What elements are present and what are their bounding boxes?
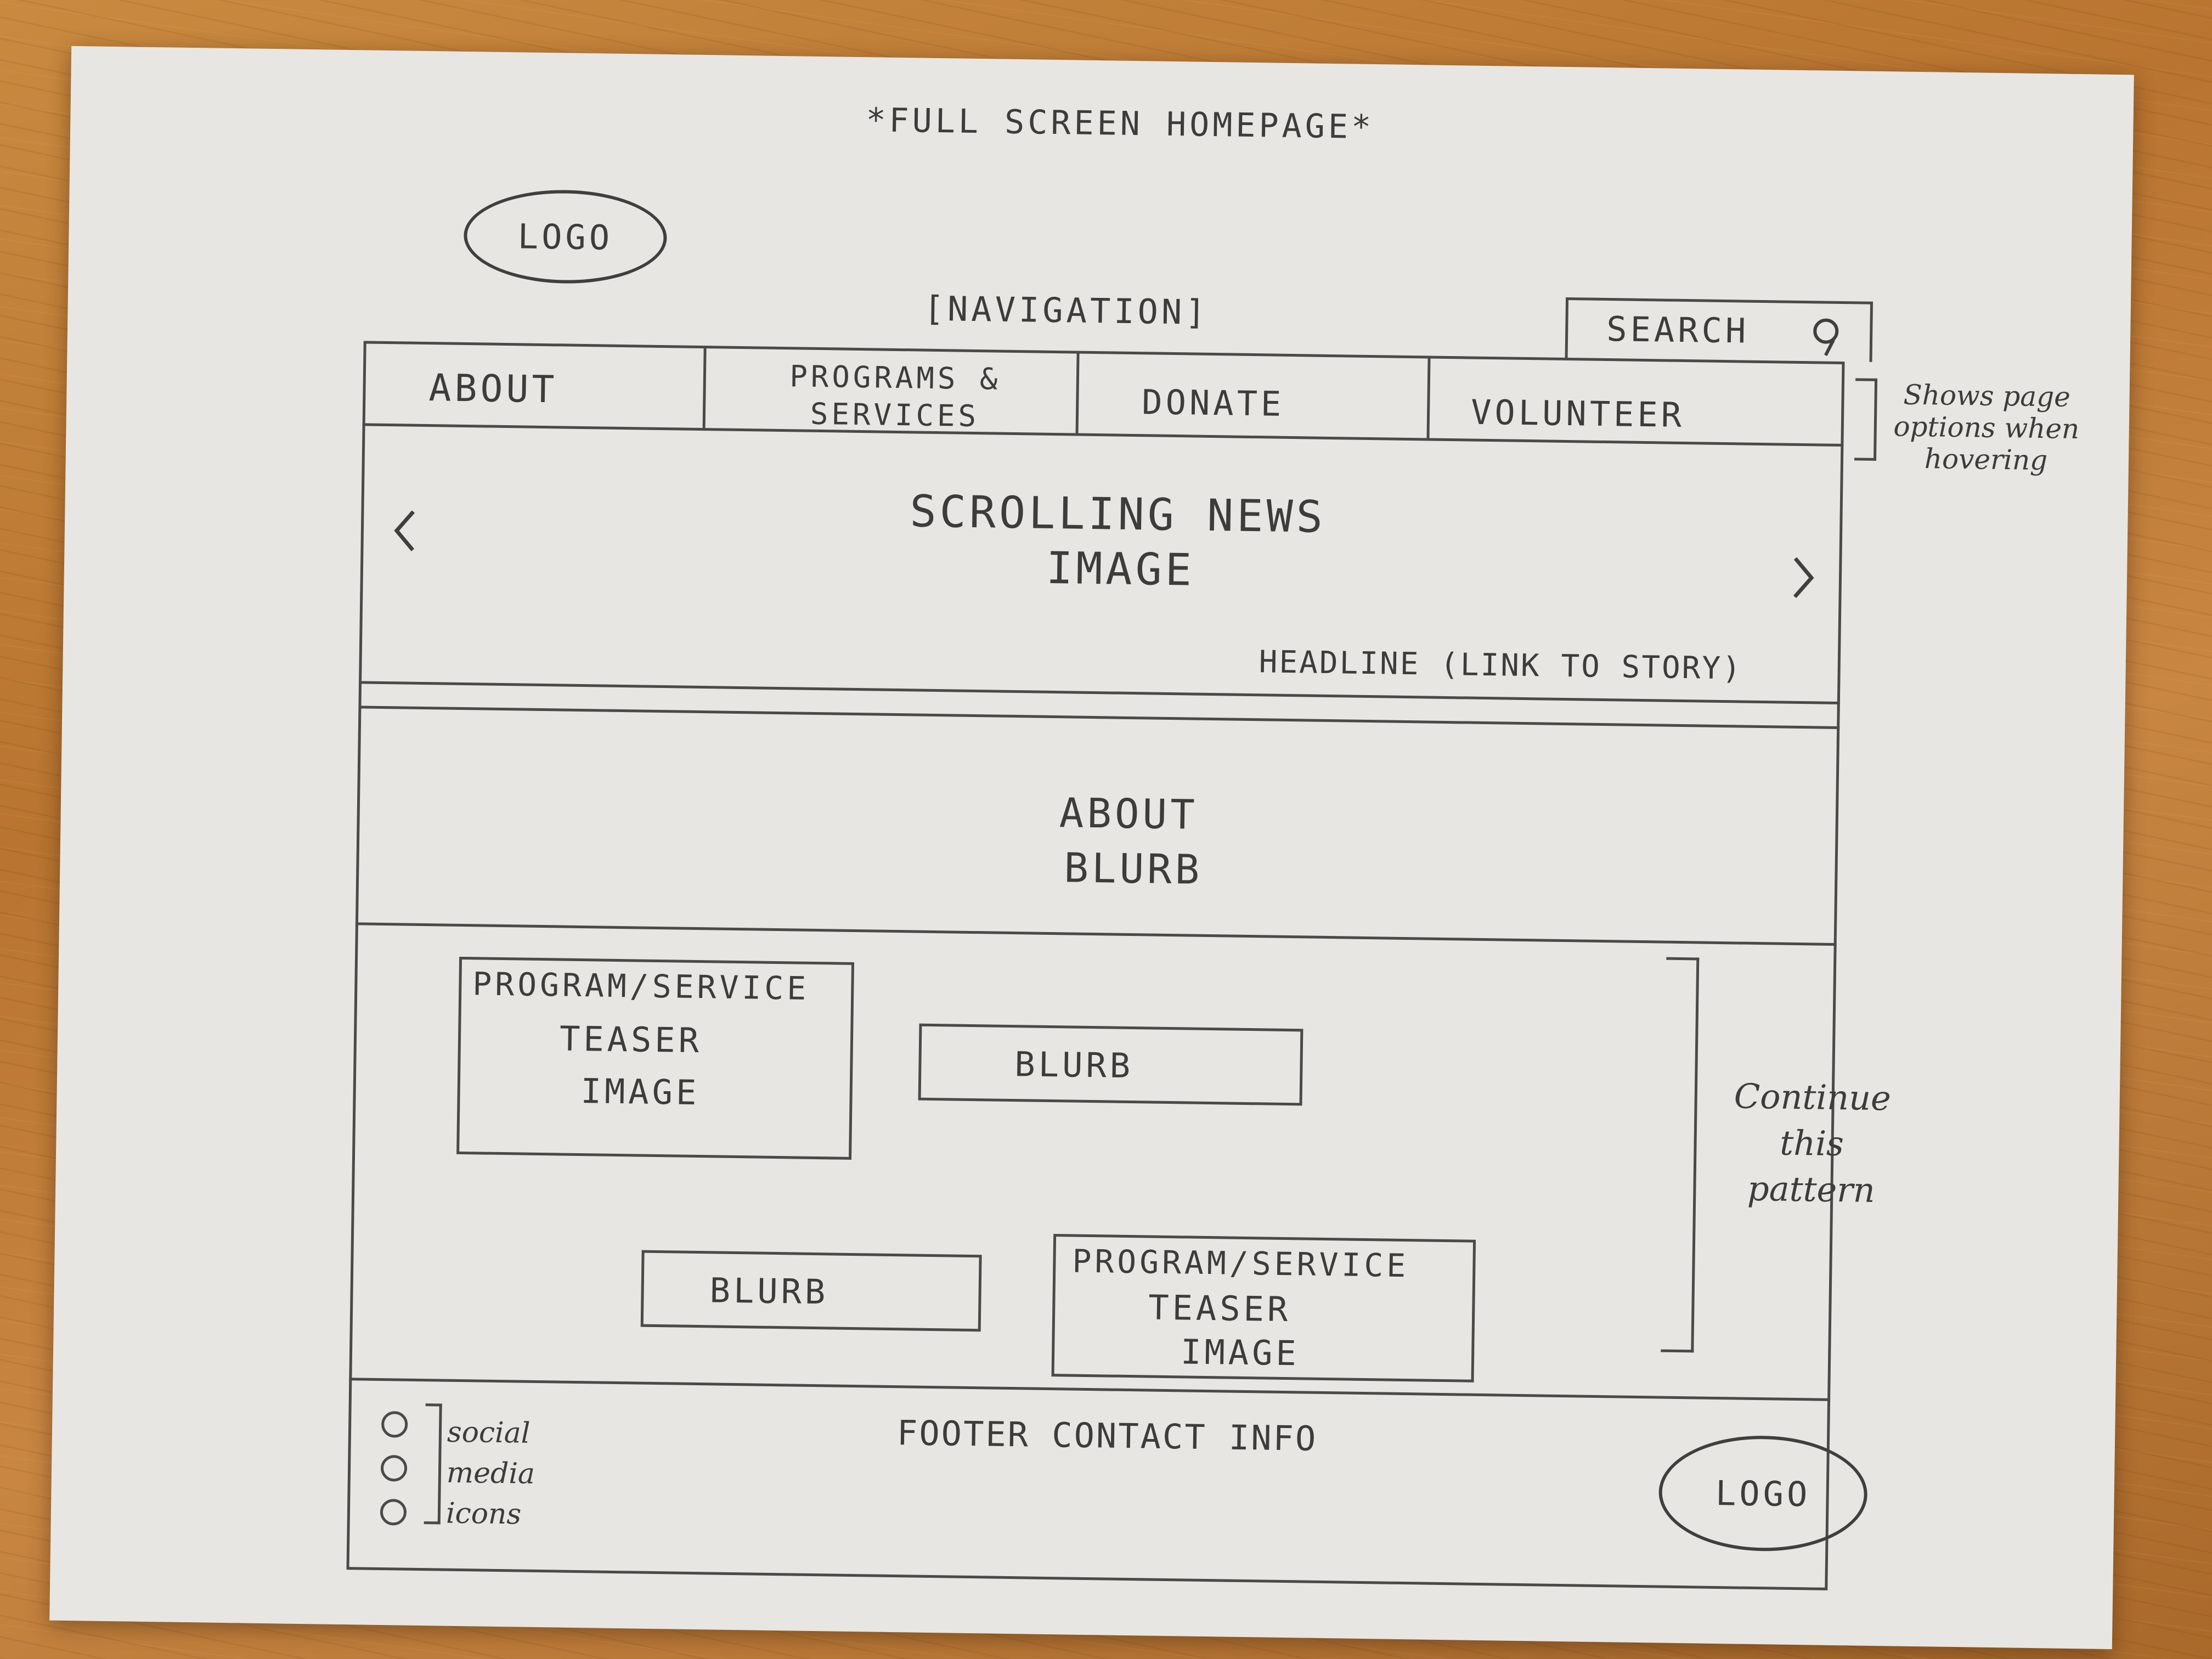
continue-note: Continue this pattern	[1723, 1073, 1900, 1214]
hero-headline-link[interactable]: HEADLINE (LINK TO STORY)	[1259, 644, 1743, 687]
teaser-1-line2: TEASER	[559, 1018, 703, 1061]
social-note-line3: icons	[445, 1497, 522, 1531]
chevron-right-icon[interactable]	[1786, 553, 1820, 603]
nav-item-about[interactable]: ABOUT	[428, 366, 558, 412]
blurb-1: BLURB	[918, 1023, 1304, 1106]
nav-item-donate[interactable]: DONATE	[1141, 382, 1285, 424]
hero-title-line1: SCROLLING NEWS	[909, 486, 1327, 543]
about-line1: ABOUT	[1059, 789, 1199, 839]
teaser-2-line1: PROGRAM/SERVICE	[1072, 1242, 1409, 1285]
nav-item-programs-label: PROGRAMS & SERVICES	[789, 359, 1001, 434]
social-note-line2: media	[446, 1456, 535, 1491]
continue-note-line3: pattern	[1747, 1168, 1876, 1210]
blurb-1-text: BLURB	[1014, 1044, 1134, 1086]
social-note: social media icons	[445, 1412, 568, 1536]
nav-bracket	[1854, 378, 1878, 461]
magnifier-icon	[1813, 318, 1839, 356]
teaser-1-line1: PROGRAM/SERVICE	[472, 965, 810, 1007]
navigation-label: [NAVIGATION]	[923, 288, 1210, 332]
continue-note-line2: this	[1779, 1122, 1844, 1164]
search-label: SEARCH	[1606, 309, 1750, 351]
footer-contact-info: FOOTER CONTACT INFO	[896, 1413, 1318, 1459]
chevron-left-icon[interactable]	[388, 506, 421, 556]
teaser-2-line2: TEASER	[1148, 1287, 1291, 1330]
program-teaser-1[interactable]: PROGRAM/SERVICE TEASER IMAGE	[456, 956, 855, 1160]
nav-item-programs[interactable]: PROGRAMS & SERVICES	[741, 357, 1049, 436]
hero-title-line2: IMAGE	[1046, 542, 1195, 596]
teaser-1-line3: IMAGE	[580, 1071, 700, 1113]
sketch-paper: *FULL SCREEN HOMEPAGE* LOGO [NAVIGATION]…	[49, 46, 2134, 1650]
continue-note-line1: Continue	[1734, 1076, 1892, 1119]
pattern-bracket	[1661, 957, 1700, 1353]
social-bracket	[424, 1403, 442, 1525]
social-note-line1: social	[447, 1415, 531, 1450]
teaser-2-line3: IMAGE	[1180, 1331, 1300, 1374]
page-title: *FULL SCREEN HOMEPAGE*	[865, 101, 1375, 147]
blurb-2: BLURB	[640, 1250, 982, 1332]
header-logo[interactable]: LOGO	[463, 188, 668, 285]
search-box[interactable]: SEARCH	[1565, 297, 1874, 362]
blurb-2-text: BLURB	[709, 1270, 829, 1312]
nav-item-volunteer[interactable]: VOLUNTEER	[1470, 392, 1685, 436]
about-line2: BLURB	[1063, 844, 1203, 894]
program-teaser-2[interactable]: PROGRAM/SERVICE TEASER IMAGE	[1051, 1234, 1476, 1383]
nav-hover-note: Shows page options when hovering	[1893, 379, 2080, 477]
